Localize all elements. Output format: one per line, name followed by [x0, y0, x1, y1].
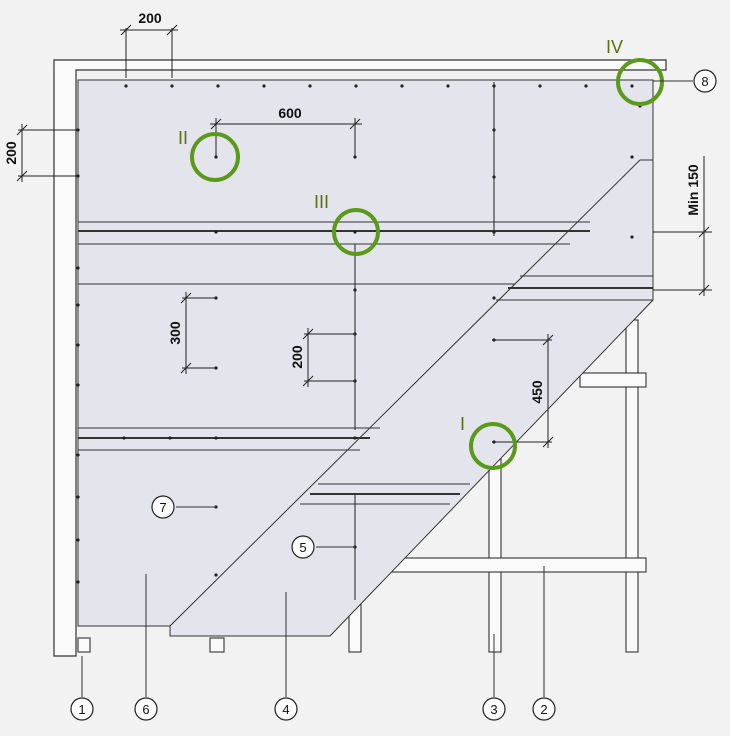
detail-circle-I: [469, 422, 517, 470]
horizontal-batten-upper: [579, 372, 647, 388]
screw-point: [214, 573, 218, 577]
screw-point: [630, 84, 634, 88]
wall-frame: [53, 59, 667, 657]
callout-markers: 1 2 3 4 5 6 7 8: [70, 69, 717, 721]
callout-circle: [532, 697, 556, 721]
screw-point: [353, 230, 357, 234]
callout-circle: [291, 535, 315, 559]
screw-point: [76, 453, 80, 457]
screw-point: [400, 84, 404, 88]
screw-point: [584, 84, 588, 88]
screw-point: [76, 303, 80, 307]
callout-number: 3: [490, 702, 497, 717]
screw-point: [630, 155, 634, 159]
detail-label-IV: IV: [606, 37, 623, 57]
dimension-lines: [16, 24, 712, 448]
screw-point: [216, 84, 220, 88]
screw-point: [76, 538, 80, 542]
screw-point: [76, 580, 80, 584]
screw-point: [262, 84, 266, 88]
screw-point: [122, 436, 126, 440]
screw-point: [214, 230, 218, 234]
screw-point: [492, 175, 496, 179]
detail-circle-IV: [616, 58, 664, 106]
callout-number: 7: [159, 500, 166, 515]
screw-point: [353, 436, 357, 440]
screw-point: [492, 128, 496, 132]
callout-number: 1: [78, 702, 85, 717]
dim-screw-spacing-top: 600: [278, 105, 302, 121]
screw-point: [76, 266, 80, 270]
callout-2: 2: [532, 697, 556, 721]
dim-top-spacing: 200: [138, 10, 162, 26]
foot-block: [209, 637, 225, 653]
screw-point: [214, 155, 218, 159]
callout-8: 8: [693, 69, 717, 93]
callout-number: 6: [142, 702, 149, 717]
detail-circle-II: [190, 132, 240, 182]
screw-point: [76, 383, 80, 387]
detail-label-III: III: [314, 192, 329, 212]
detail-label-I: I: [460, 414, 465, 434]
screw-point: [353, 155, 357, 159]
callout-circle: [482, 697, 506, 721]
screw-point: [214, 436, 218, 440]
screw-point: [492, 84, 496, 88]
callout-3: 3: [482, 697, 506, 721]
dim-vertical-spacing-b: 200: [289, 345, 305, 369]
vertical-stud-right: [625, 319, 639, 653]
dim-vertical-spacing-c: 450: [529, 380, 545, 404]
callout-6: 6: [134, 697, 158, 721]
screw-point: [354, 84, 358, 88]
detail-highlights: [190, 58, 664, 470]
callout-circle: [70, 697, 94, 721]
screw-point: [170, 84, 174, 88]
screw-point: [446, 84, 450, 88]
callout-number: 2: [540, 702, 547, 717]
screw-point: [353, 288, 357, 292]
horizontal-batten-2: [389, 557, 647, 573]
callout-1: 1: [70, 697, 94, 721]
callout-circle: [274, 697, 298, 721]
screw-point: [124, 84, 128, 88]
callout-number: 4: [282, 702, 289, 717]
screw-point: [76, 343, 80, 347]
screw-point: [492, 230, 496, 234]
callout-number: 8: [701, 74, 708, 89]
callout-number: 5: [299, 540, 306, 555]
screw-point: [538, 84, 542, 88]
dim-min-overlap: Min 150: [685, 164, 701, 216]
callout-circle: [151, 495, 175, 519]
screw-points: [76, 84, 642, 584]
callout-circle: [693, 69, 717, 93]
screw-point: [168, 436, 172, 440]
callout-7: 7: [151, 495, 175, 519]
callout-5: 5: [291, 535, 315, 559]
detail-label-II: II: [178, 128, 188, 148]
dim-left-spacing: 200: [3, 141, 19, 165]
callout-circle: [134, 697, 158, 721]
foot-block: [77, 637, 91, 653]
screw-point: [492, 296, 496, 300]
screw-point: [630, 235, 634, 239]
dim-vertical-spacing-a: 300: [167, 321, 183, 345]
callout-leaders: [81, 80, 693, 697]
detail-circle-III: [332, 208, 380, 256]
screw-point: [308, 84, 312, 88]
callout-4: 4: [274, 697, 298, 721]
screw-point: [76, 495, 80, 499]
